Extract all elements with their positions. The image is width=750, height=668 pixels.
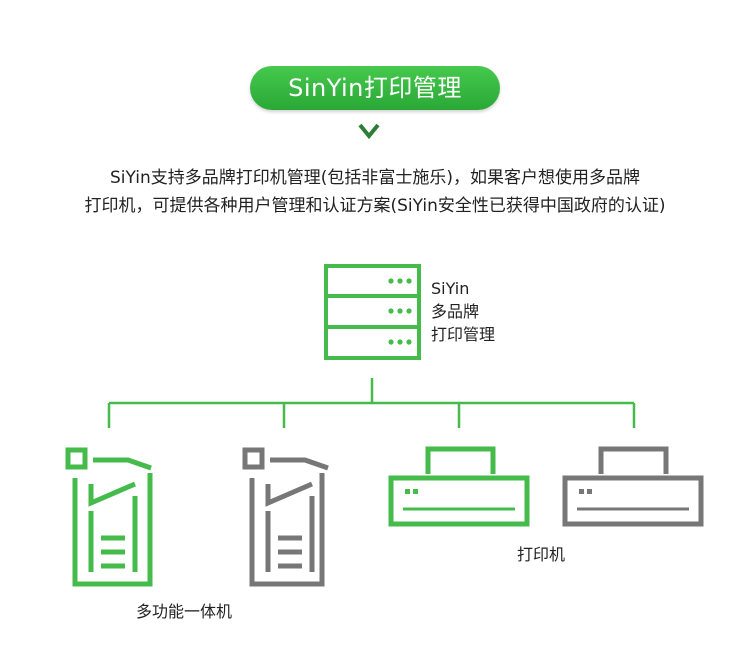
mfp-category-label: 多功能一体机 xyxy=(136,602,233,621)
network-connector-lines xyxy=(107,378,636,428)
server-indicator-dots xyxy=(388,278,412,345)
printer-category-label: 打印机 xyxy=(517,545,566,564)
server-label-line-2: 多品牌 xyxy=(431,302,480,321)
server-rack-icon xyxy=(324,264,421,360)
description: SiYin支持多品牌打印机管理(包括非富士施乐)，如果客户想使用多品牌 打印机，… xyxy=(20,164,730,220)
chevron-down-icon xyxy=(358,123,380,140)
title-badge: SinYin打印管理 xyxy=(250,66,500,110)
description-line-2: 打印机，可提供各种用户管理和认证方案(SiYin安全性已获得中国政府的认证) xyxy=(84,196,666,216)
multifunction-printer-icon-green xyxy=(65,447,153,587)
description-line-1: SiYin支持多品牌打印机管理(包括非富士施乐)，如果客户想使用多品牌 xyxy=(109,168,641,188)
page-title: SinYin打印管理 xyxy=(288,74,462,102)
server-label-line-1: SiYin xyxy=(431,279,470,298)
server-label-line-3: 打印管理 xyxy=(431,325,496,344)
desktop-printer-icon-gray xyxy=(562,446,704,527)
desktop-printer-icon-green xyxy=(388,446,530,527)
server-label: SiYin 多品牌 打印管理 xyxy=(431,277,495,346)
multifunction-printer-icon-gray xyxy=(242,447,329,587)
